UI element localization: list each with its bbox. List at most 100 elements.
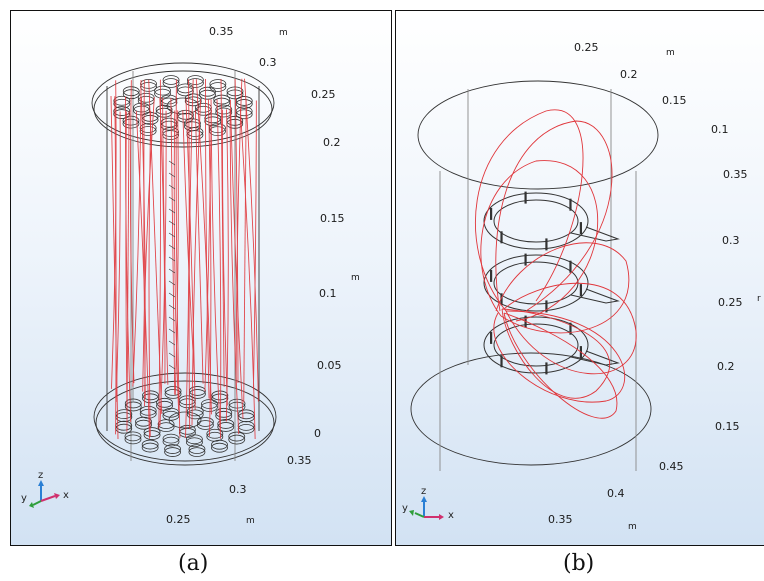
coil-tab <box>570 288 620 304</box>
column-mark <box>168 160 176 166</box>
column-mark <box>168 316 176 322</box>
triad-y-label: y <box>21 493 27 504</box>
axis-unit: m <box>279 28 288 38</box>
field-line <box>158 79 162 429</box>
hole <box>196 417 214 427</box>
column-mark <box>168 364 176 370</box>
column-mark <box>168 340 176 346</box>
coil-ring-outer <box>483 254 589 312</box>
axis-label: 0.35 <box>723 168 748 181</box>
hole-depth <box>157 422 175 433</box>
hole-depth <box>162 436 180 447</box>
field-line <box>125 111 128 419</box>
hole-depth <box>142 393 159 404</box>
hole-depth <box>186 78 204 88</box>
hole <box>209 79 227 89</box>
hole <box>113 95 131 106</box>
field-line <box>148 79 163 414</box>
field-line <box>220 78 225 387</box>
axis-unit: m <box>351 273 360 283</box>
column-mark <box>168 352 176 358</box>
hole <box>160 94 178 105</box>
hole-depth <box>215 410 233 421</box>
viewport-panel-a[interactable]: 0.35 m 0.3 0.25 0.2 0.15 m 0.1 0.05 0 0.… <box>10 10 392 546</box>
hole-depth <box>186 409 204 420</box>
field-line <box>210 99 222 439</box>
field-line <box>225 109 229 422</box>
hole <box>124 431 142 442</box>
hole <box>164 444 182 454</box>
column-mark <box>168 328 176 334</box>
triad-y-label: y <box>402 503 408 514</box>
field-line <box>493 310 626 403</box>
hole-depth <box>162 78 180 88</box>
field-line <box>480 160 599 322</box>
axis-label: 0.2 <box>717 360 735 373</box>
field-line <box>173 110 180 411</box>
hole-depth <box>211 442 228 453</box>
top-plate-outer <box>91 62 275 144</box>
caption-a: (a) <box>178 551 209 576</box>
axis-label: 0.35 <box>287 454 312 467</box>
field-line <box>175 79 181 438</box>
field-line <box>503 312 618 419</box>
hole <box>206 428 224 439</box>
axis-label: 0.25 <box>718 296 743 309</box>
axis-label: 0.1 <box>711 123 729 136</box>
axis-triad-icon: z x y <box>402 486 462 529</box>
hole-depth <box>124 401 142 412</box>
hole <box>176 83 194 94</box>
field-line <box>475 109 584 312</box>
field-line <box>114 96 117 435</box>
coil-ring-inner <box>493 199 579 243</box>
axis-label: 0.15 <box>715 420 740 433</box>
bottom-disc <box>410 352 652 466</box>
field-line <box>501 308 611 399</box>
column-mark <box>168 172 176 178</box>
axis-label: 0.45 <box>659 460 684 473</box>
hole <box>188 444 206 454</box>
field-line <box>229 109 240 435</box>
field-line <box>252 100 257 390</box>
field-line <box>216 99 222 433</box>
hole <box>235 106 253 117</box>
hole-depth <box>184 121 201 132</box>
field-line <box>185 79 190 438</box>
coil-ring-outer <box>483 192 589 250</box>
hole <box>215 407 233 418</box>
hole <box>213 94 231 105</box>
top-disc <box>417 80 659 190</box>
hole <box>143 427 161 437</box>
field-line <box>188 79 194 430</box>
hole-depth <box>135 419 152 430</box>
hole-depth <box>176 86 194 97</box>
field-line <box>194 109 204 384</box>
axis-label: 0.4 <box>607 487 625 500</box>
hole-depth <box>215 107 233 118</box>
field-line <box>191 98 202 426</box>
bottom-plate-inner <box>95 380 275 466</box>
coil-tab <box>570 350 620 366</box>
axis-label: 0.25 <box>166 513 191 526</box>
axis-label: 0.05 <box>317 359 342 372</box>
field-line <box>244 78 259 402</box>
hole <box>211 390 229 401</box>
hole-depth <box>162 410 180 421</box>
column-mark <box>168 256 176 262</box>
hole <box>164 386 182 396</box>
hole-depth <box>204 116 222 127</box>
viewport-panel-b[interactable]: 0.25 m 0.2 0.15 0.1 0.35 0.3 0.25 r 0.2 … <box>395 10 764 546</box>
center-hole <box>168 411 202 429</box>
field-line <box>239 108 256 440</box>
hole-depth <box>217 422 235 432</box>
hole <box>215 104 233 115</box>
column-mark <box>168 232 176 238</box>
hole-depth <box>164 389 182 399</box>
hole-depth <box>228 434 246 445</box>
column-mark <box>168 196 176 202</box>
field-line <box>142 97 155 392</box>
hole <box>140 78 157 89</box>
triad-x-label: x <box>63 490 69 501</box>
field-line <box>174 110 179 395</box>
axis-label: 0 <box>314 427 321 440</box>
